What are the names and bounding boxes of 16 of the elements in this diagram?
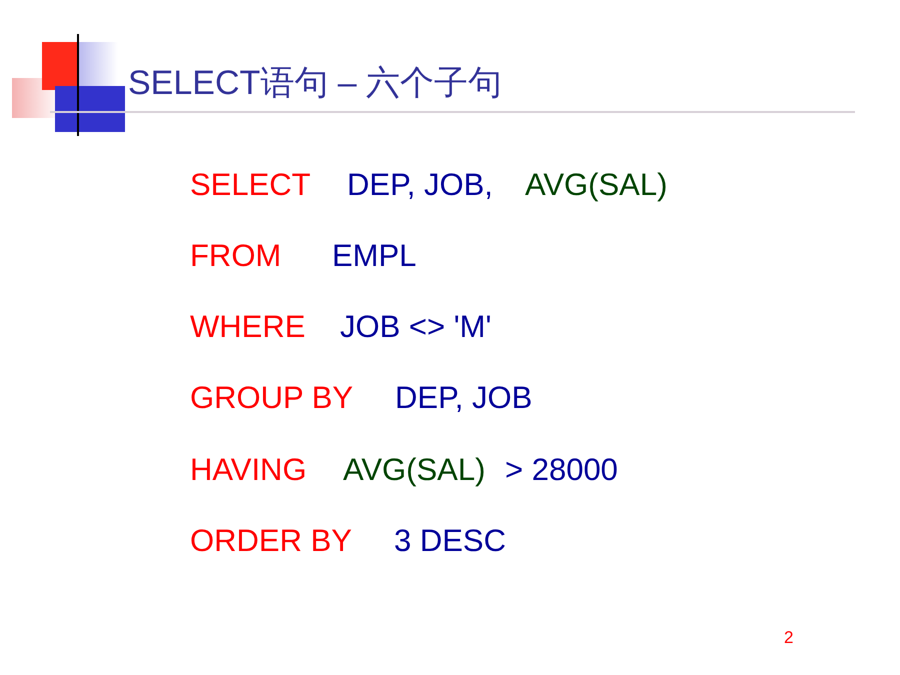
page-number: 2 — [784, 629, 794, 646]
slide-title: SELECT语句 – 六个子句 — [128, 66, 502, 100]
sql-expression: > 28000 — [505, 454, 618, 485]
sql-expression: DEP, JOB — [395, 382, 532, 413]
sql-expression: DEP, JOB, — [347, 169, 493, 200]
sql-function: AVG(SAL) — [525, 169, 668, 200]
sql-keyword: GROUP BY — [190, 382, 354, 413]
sql-keyword: SELECT — [190, 169, 311, 200]
sql-keyword: WHERE — [190, 311, 306, 342]
sql-keyword: HAVING — [190, 454, 307, 485]
sql-keyword: ORDER BY — [190, 525, 352, 556]
sql-expression: 3 DESC — [394, 525, 506, 556]
sql-keyword: FROM — [190, 240, 282, 271]
sql-expression: EMPL — [332, 240, 416, 271]
sql-function: AVG(SAL) — [343, 454, 486, 485]
sql-expression: JOB <> 'M' — [340, 311, 492, 342]
